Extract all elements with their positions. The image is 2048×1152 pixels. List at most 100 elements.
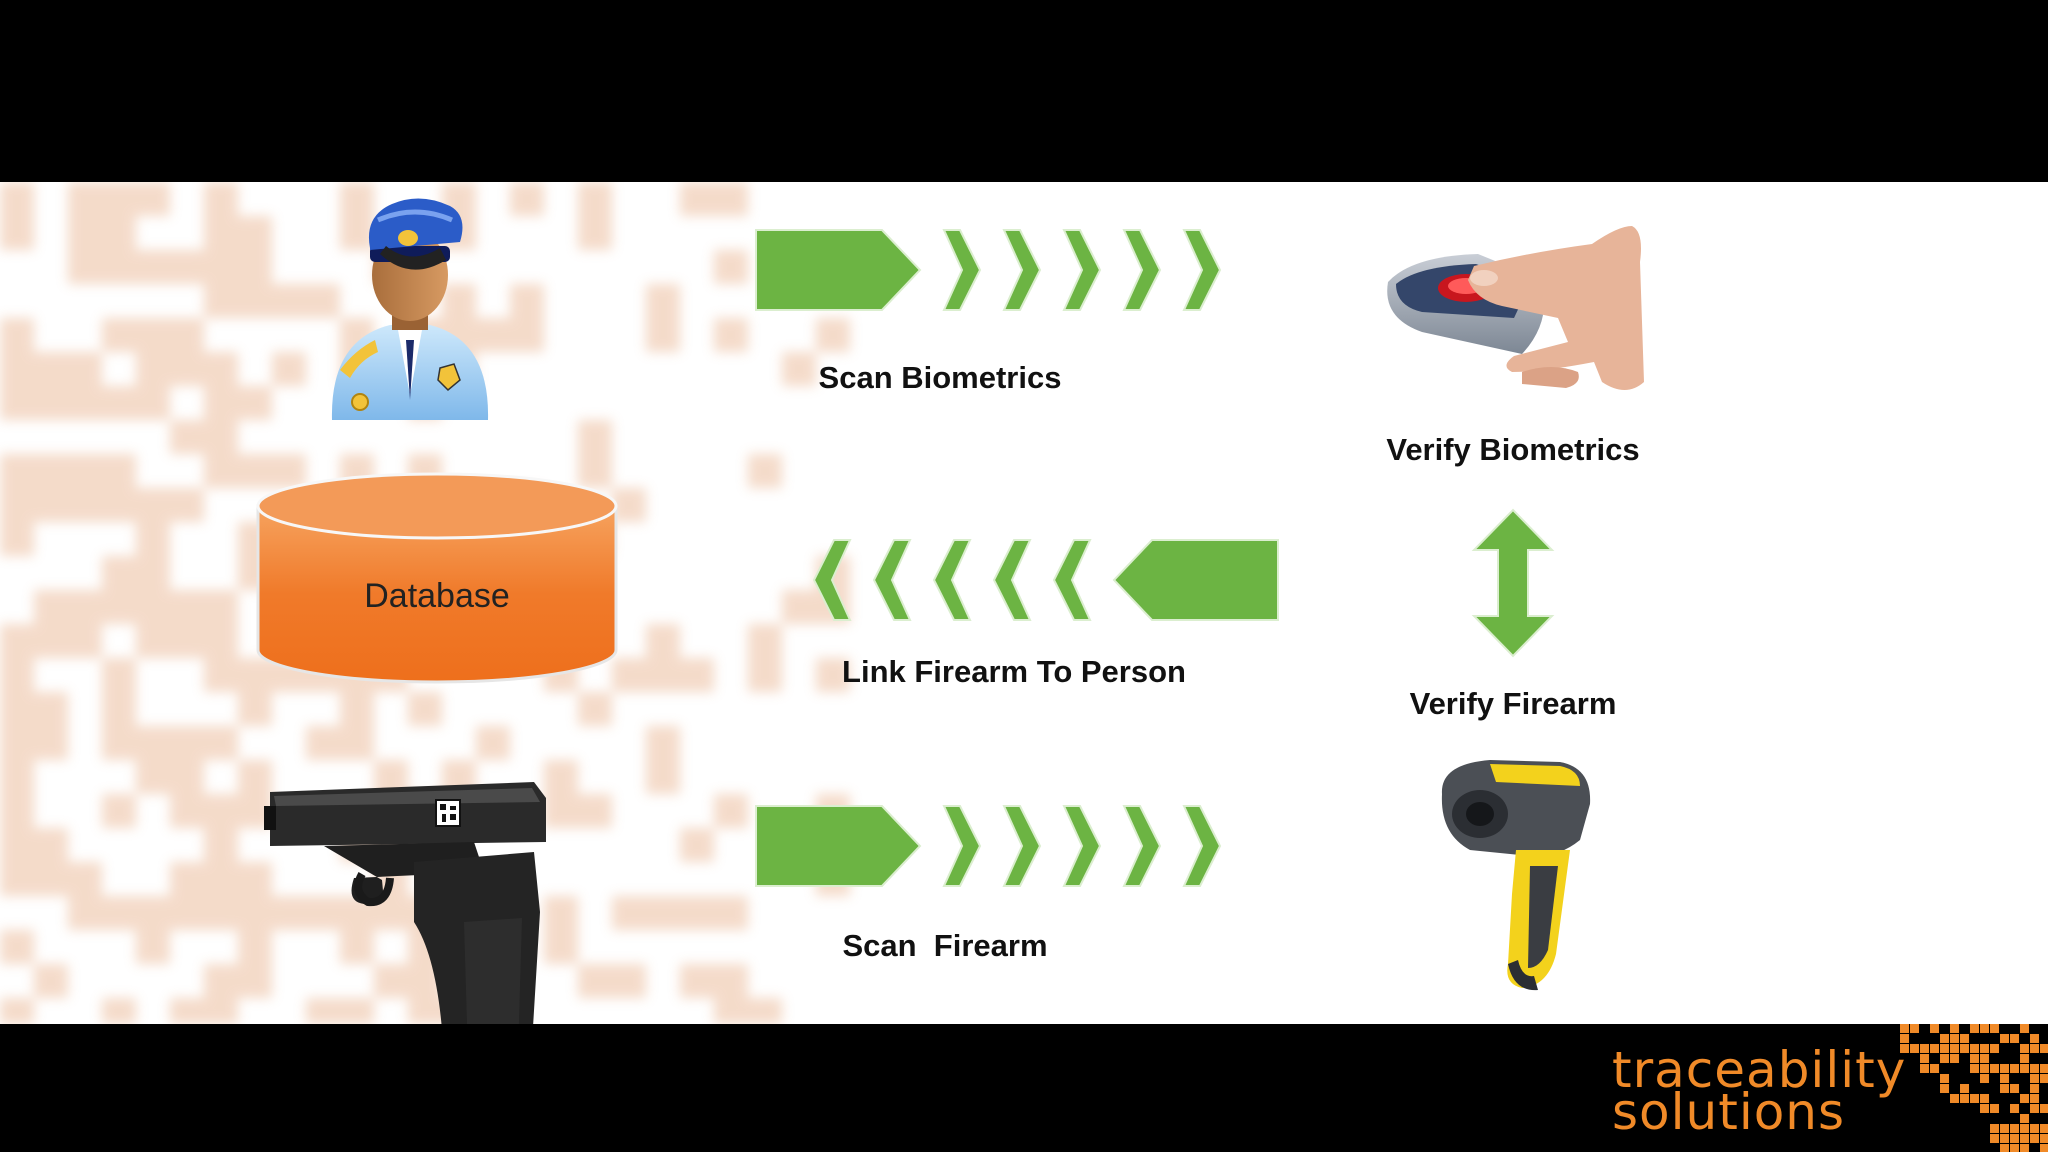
fingerprint-scanner-icon (1387, 226, 1644, 390)
pattern-block (170, 624, 204, 658)
pattern-block (68, 590, 102, 624)
logo-block (2030, 1104, 2039, 1113)
pattern-block (238, 896, 272, 930)
pattern-block (68, 386, 102, 420)
pattern-block (170, 352, 204, 386)
pattern-block (170, 488, 204, 522)
pistol-icon (264, 782, 546, 1024)
pattern-block (238, 250, 272, 284)
pattern-block (34, 692, 68, 726)
logo-block (1960, 1084, 1969, 1093)
pattern-block (816, 318, 850, 352)
pattern-block (714, 964, 748, 998)
logo-block (2030, 1034, 2039, 1043)
pattern-block (136, 488, 170, 522)
pattern-block (680, 828, 714, 862)
logo-block (2010, 1104, 2019, 1113)
pattern-block (34, 352, 68, 386)
logo-block (1990, 1134, 1999, 1143)
logo-block (1960, 1094, 1969, 1103)
logo-block (2010, 1134, 2019, 1143)
logo-block (2020, 1054, 2029, 1063)
pattern-block (306, 896, 340, 930)
logo-block (1990, 1064, 1999, 1073)
pattern-block (136, 182, 170, 216)
logo-block (1960, 1034, 1969, 1043)
pattern-block (204, 284, 238, 318)
logo-block (1980, 1074, 1989, 1083)
pattern-block (272, 896, 306, 930)
logo-block (1920, 1044, 1929, 1053)
logo-block (1900, 1044, 1909, 1053)
footer: traceability solutions (0, 1024, 2048, 1152)
logo-block (1950, 1094, 1959, 1103)
police-officer-icon (331, 198, 489, 420)
pattern-block (510, 284, 544, 318)
pattern-block (816, 658, 850, 692)
link-firearm-arrow (812, 539, 1279, 621)
pattern-block (102, 386, 136, 420)
logo-block (1980, 1044, 1989, 1053)
logo-block (2000, 1134, 2009, 1143)
pattern-block (204, 862, 238, 896)
logo-block (1970, 1044, 1979, 1053)
pattern-block (136, 250, 170, 284)
pattern-block (340, 182, 374, 216)
verify-biometrics-label: Verify Biometrics (1386, 432, 1640, 467)
pattern-block (238, 862, 272, 896)
pattern-block (238, 454, 272, 488)
pattern-block (204, 216, 238, 250)
pattern-block (544, 930, 578, 964)
pattern-block (68, 896, 102, 930)
pattern-block (68, 216, 102, 250)
logo-block (2030, 1044, 2039, 1053)
pattern-block (102, 658, 136, 692)
pattern-block (102, 216, 136, 250)
logo-block (1980, 1024, 1989, 1033)
logo-block (1970, 1094, 1979, 1103)
pattern-block (612, 488, 646, 522)
pattern-block (238, 386, 272, 420)
pattern-block (170, 420, 204, 454)
logo-block (1920, 1064, 1929, 1073)
logo-block (1960, 1044, 1969, 1053)
pattern-block (646, 624, 680, 658)
logo-block (1910, 1044, 1919, 1053)
pattern-block (102, 794, 136, 828)
pattern-block (204, 590, 238, 624)
pattern-block (204, 182, 238, 216)
logo-block (2040, 1124, 2048, 1133)
pattern-block (170, 250, 204, 284)
logo-block (2030, 1064, 2039, 1073)
logo-block (2040, 1134, 2048, 1143)
pattern-block (204, 420, 238, 454)
pattern-block (646, 896, 680, 930)
pattern-block (204, 658, 238, 692)
pattern-block (748, 658, 782, 692)
pattern-block (0, 862, 34, 896)
pattern-block (340, 726, 374, 760)
pattern-block (510, 318, 544, 352)
pattern-block (0, 386, 34, 420)
pattern-block (136, 896, 170, 930)
pattern-block (0, 522, 34, 556)
pattern-block (646, 318, 680, 352)
pattern-block (204, 386, 238, 420)
pattern-block (34, 726, 68, 760)
pattern-block (34, 454, 68, 488)
pattern-block (136, 590, 170, 624)
pattern-block (544, 896, 578, 930)
slide: Database Scan Biometrics (0, 182, 2048, 1024)
pattern-block (170, 760, 204, 794)
logo-block (1970, 1064, 1979, 1073)
scan-biometrics-label: Scan Biometrics (818, 360, 1062, 395)
pattern-block (136, 726, 170, 760)
pattern-block (204, 352, 238, 386)
pattern-block (442, 284, 476, 318)
pattern-block (680, 964, 714, 998)
pattern-block (476, 726, 510, 760)
logo-block (1970, 1054, 1979, 1063)
pattern-block (204, 726, 238, 760)
pattern-block (204, 624, 238, 658)
logo-block (1930, 1044, 1939, 1053)
